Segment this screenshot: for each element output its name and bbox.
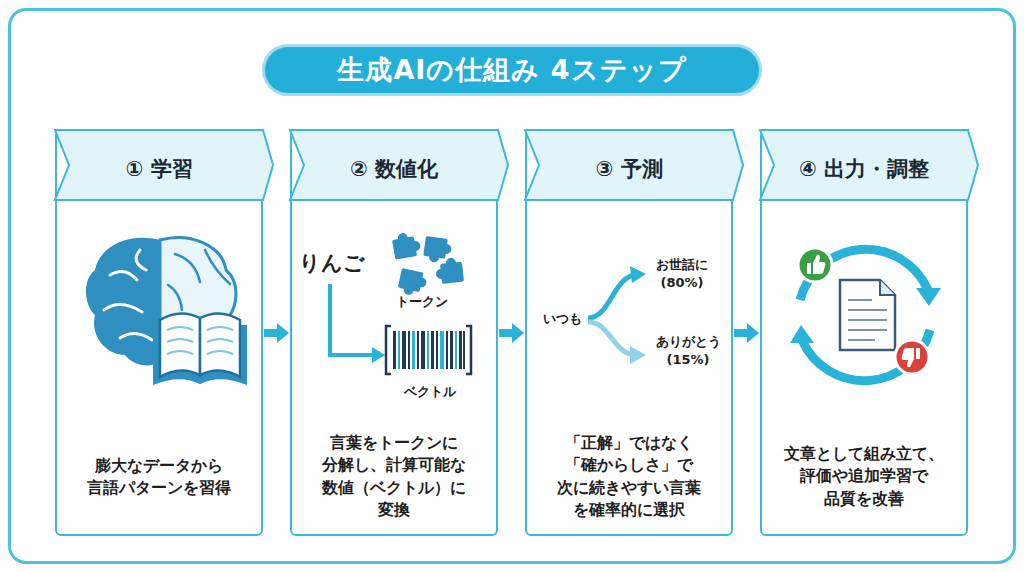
illustration-label: ベクトル xyxy=(404,383,456,401)
arrow-shaft xyxy=(734,329,749,337)
title-pill: 生成AIの仕組み 4ステップ xyxy=(262,44,762,96)
step-card: ② 数値化言葉をトークンに 分解し、計算可能な 数値（ベクトル）に 変換 xyxy=(290,130,498,536)
illustration-label: いつも xyxy=(543,310,582,328)
step-card: ③ 予測「正解」ではなく 「確からしさ」で 次に続きやすい言葉 を確率的に選択 xyxy=(525,130,733,536)
illustration-label: ありがとう (15%) xyxy=(651,333,725,368)
illustration-label: りんご xyxy=(299,249,365,277)
arrow-head xyxy=(747,323,759,343)
arrow-shaft xyxy=(499,329,514,337)
step-heading: ④ 出力・調整 xyxy=(799,155,929,183)
illustration-label: トークン xyxy=(396,293,448,311)
step-card: ① 学習膨大なデータから 言語パターンを習得 xyxy=(55,130,263,536)
arrow-head xyxy=(512,323,524,343)
step-heading: ① 学習 xyxy=(125,155,192,183)
title-text: 生成AIの仕組み 4ステップ xyxy=(337,52,686,88)
arrow-head xyxy=(277,323,289,343)
step-heading: ② 数値化 xyxy=(350,155,438,183)
step-description: 文章として組み立て、 評価や追加学習で 品質を改善 xyxy=(780,443,948,510)
flow-arrow xyxy=(499,323,524,343)
step-heading: ③ 予測 xyxy=(595,155,662,183)
illustration-label: お世話に (80%) xyxy=(651,256,713,291)
flow-arrow xyxy=(734,323,759,343)
step-description: 膨大なデータから 言語パターンを習得 xyxy=(75,455,243,500)
step-card: ④ 出力・調整文章として組み立て、 評価や追加学習で 品質を改善 xyxy=(760,130,968,536)
step-description: 言葉をトークンに 分解し、計算可能な 数値（ベクトル）に 変換 xyxy=(310,432,478,522)
step-description: 「正解」ではなく 「確からしさ」で 次に続きやすい言葉 を確率的に選択 xyxy=(545,432,713,522)
flow-arrow xyxy=(264,323,289,343)
arrow-shaft xyxy=(264,329,279,337)
